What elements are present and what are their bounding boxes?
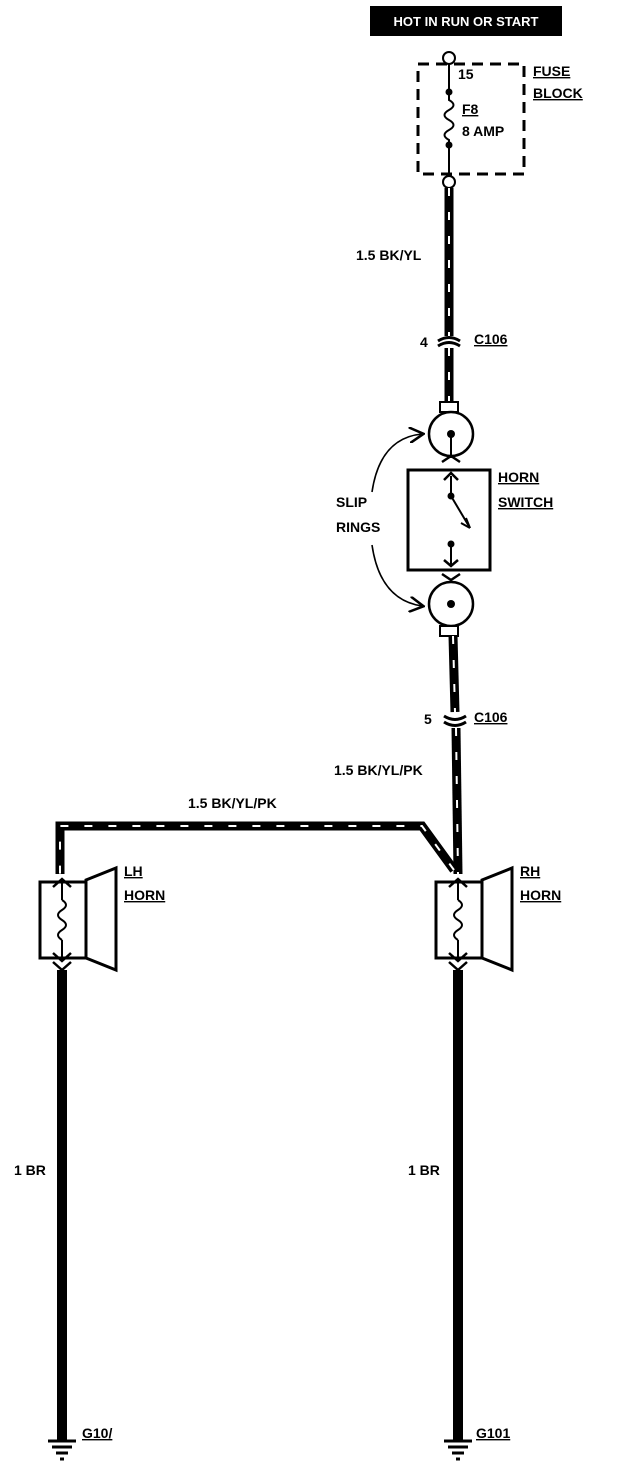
lh-horn-label-2: HORN (124, 887, 165, 903)
connector-upper-name: C106 (474, 331, 508, 347)
horn-switch (406, 468, 492, 572)
connector-lower-pin: 5 (424, 711, 432, 727)
fuse-output-terminal (442, 175, 456, 189)
lh-ground-label: G10/ (82, 1425, 112, 1441)
lh-horn-label-1: LH (124, 863, 143, 879)
connector-c106-upper (437, 336, 461, 348)
rh-horn-coil-icon (453, 899, 463, 941)
slip-ring-pointer-lower-icon (371, 544, 422, 606)
fuse-block-label-2: BLOCK (533, 85, 583, 101)
wire-label-rh-ground: 1 BR (408, 1162, 440, 1178)
power-source-header: HOT IN RUN OR START (370, 6, 562, 36)
fuse-block: 15 F8 8 AMP FUSE BLOCK (416, 51, 583, 189)
wire-label-c106-to-rh-horn: 1.5 BK/YL/PK (334, 762, 423, 778)
lh-ground-icon (48, 1439, 76, 1461)
lh-horn-coil-icon (57, 899, 67, 941)
fuse-rating: 8 AMP (462, 123, 504, 139)
wire-c106-to-rh-horn (451, 727, 463, 875)
rh-horn-bell-icon (480, 865, 514, 973)
lower-slip-ring (427, 572, 475, 637)
wire-label-branch-to-lh-horn: 1.5 BK/YL/PK (188, 795, 277, 811)
wire-slip-ring-to-c106 (448, 635, 460, 713)
rh-horn-label-1: RH (520, 863, 540, 879)
connector-lower-name: C106 (474, 709, 508, 725)
upper-slip-ring (427, 401, 475, 464)
wire-label-fuse-to-c106: 1.5 BK/YL (356, 247, 422, 263)
connector-c106-lower (443, 714, 467, 727)
fuse-element-icon (443, 92, 455, 145)
fuse-input-terminal (442, 51, 456, 65)
wire-branch-to-lh-horn (55, 821, 458, 874)
rh-ground-icon (444, 1439, 472, 1461)
slip-rings-label-1: SLIP (336, 494, 367, 510)
horn-switch-label-1: HORN (498, 469, 539, 485)
slip-ring-pointer-upper-icon (371, 434, 422, 493)
header-text: HOT IN RUN OR START (394, 14, 539, 29)
horn-switch-label-2: SWITCH (498, 494, 553, 510)
connector-upper-pin: 4 (420, 334, 428, 350)
rh-ground-label: G101 (476, 1425, 510, 1441)
lh-horn (38, 865, 118, 973)
fuse-block-label-1: FUSE (533, 63, 570, 79)
rh-horn (434, 865, 514, 973)
rh-horn-label-2: HORN (520, 887, 561, 903)
wire-label-lh-ground: 1 BR (14, 1162, 46, 1178)
fuse-terminal-number: 15 (458, 66, 474, 82)
lh-horn-bell-icon (84, 865, 118, 973)
fuse-id: F8 (462, 101, 479, 117)
slip-rings-label-2: RINGS (336, 519, 380, 535)
